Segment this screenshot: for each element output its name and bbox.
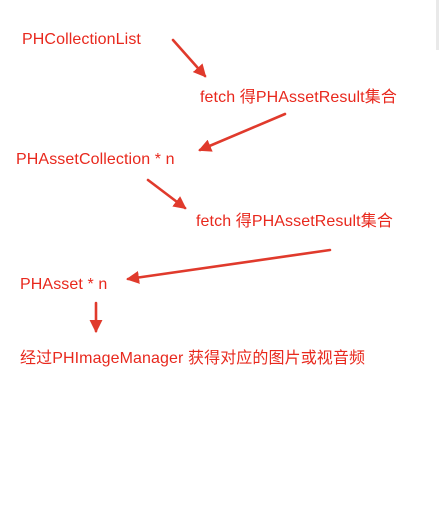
arrow-fetch1-to-assetcollection <box>198 112 287 152</box>
node-phasset: PHAsset * n <box>20 276 108 293</box>
arrow-assetcollection-to-fetch2 <box>146 178 187 210</box>
node-phimagemanager: 经过PHImageManager 获得对应的图片或视音频 <box>20 350 366 367</box>
arrow-fetch2-to-phasset <box>126 248 332 284</box>
node-phcollectionlist: PHCollectionList <box>22 31 141 48</box>
edge-divider <box>436 0 439 50</box>
arrow-collectionlist-to-fetch1 <box>171 38 207 78</box>
node-fetch-assetresult-1: fetch 得PHAssetResult集合 <box>200 89 397 106</box>
node-phassetcollection: PHAssetCollection * n <box>16 151 175 168</box>
node-fetch-assetresult-2: fetch 得PHAssetResult集合 <box>196 213 393 230</box>
